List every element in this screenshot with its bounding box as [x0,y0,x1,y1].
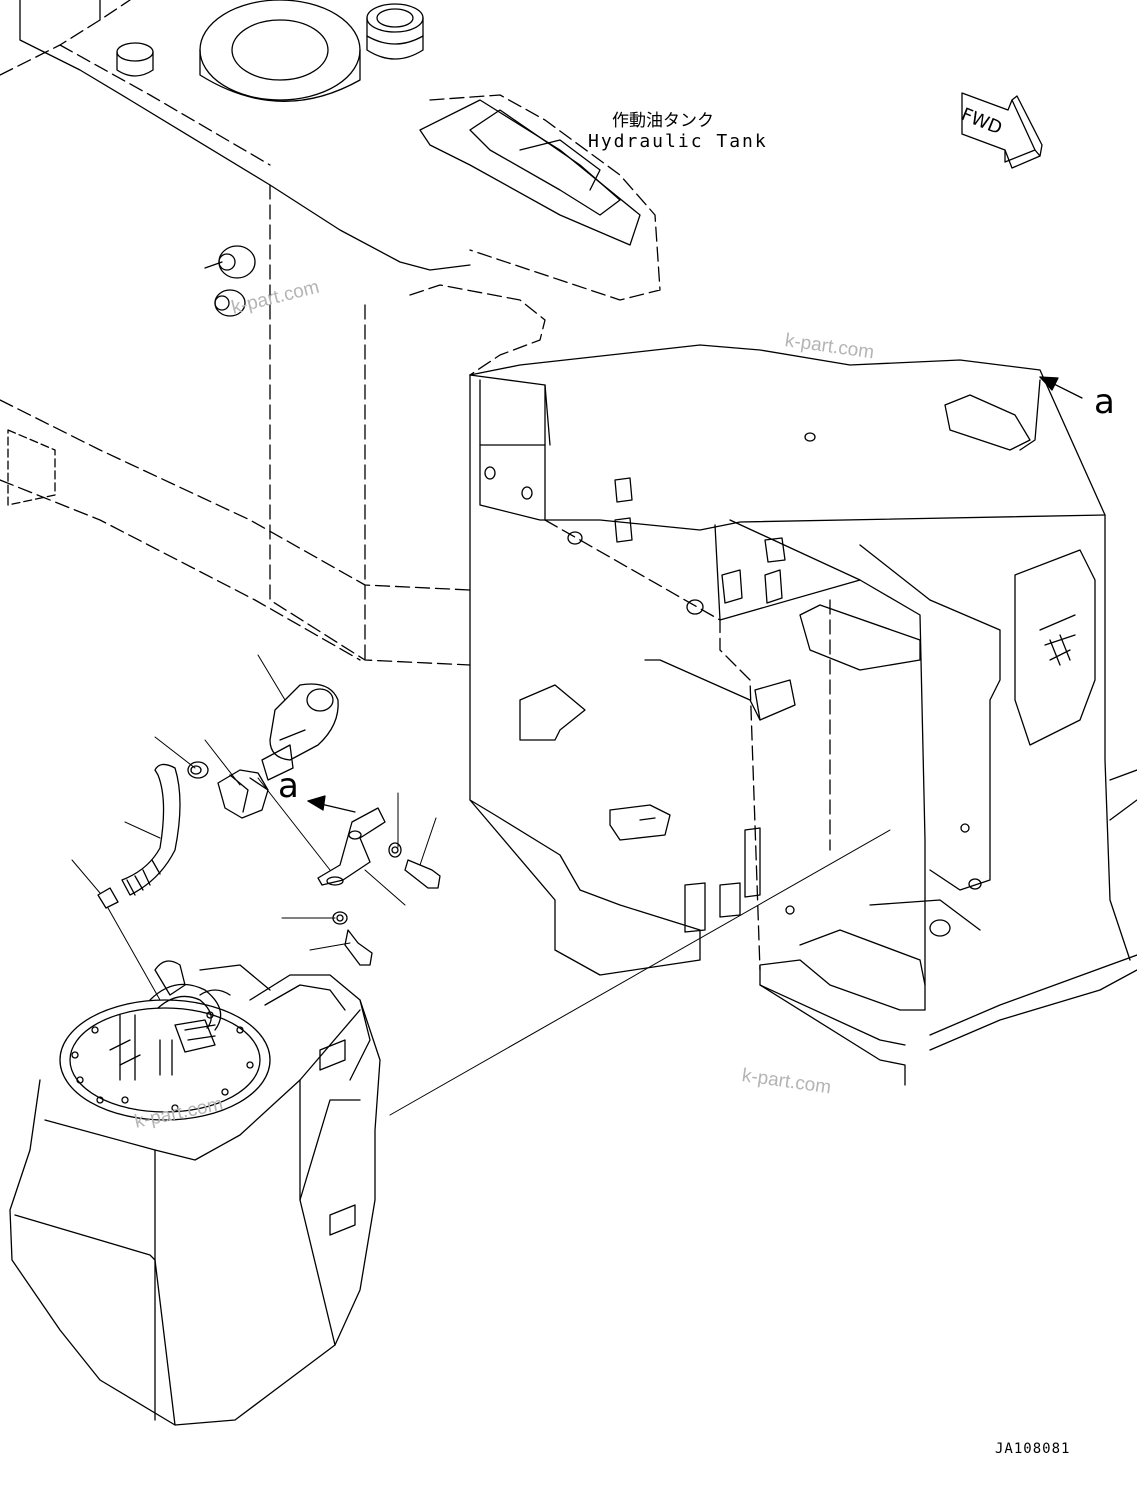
view-a-label-mid: a [278,766,299,806]
upper-frame [0,0,661,666]
drawing-code: JA108081 [995,1441,1071,1457]
tank-label-jp: 作動油タンク [612,111,714,131]
lower-tank [9,960,381,1426]
fwd-arrow-icon [961,92,1043,169]
view-arrows [307,376,1083,813]
view-a-label-top: a [1094,382,1115,422]
main-frame [469,344,1137,1086]
sensor-assembly [97,683,441,966]
leader-lines [71,654,891,1116]
tank-label-en: Hydraulic Tank [588,131,768,152]
